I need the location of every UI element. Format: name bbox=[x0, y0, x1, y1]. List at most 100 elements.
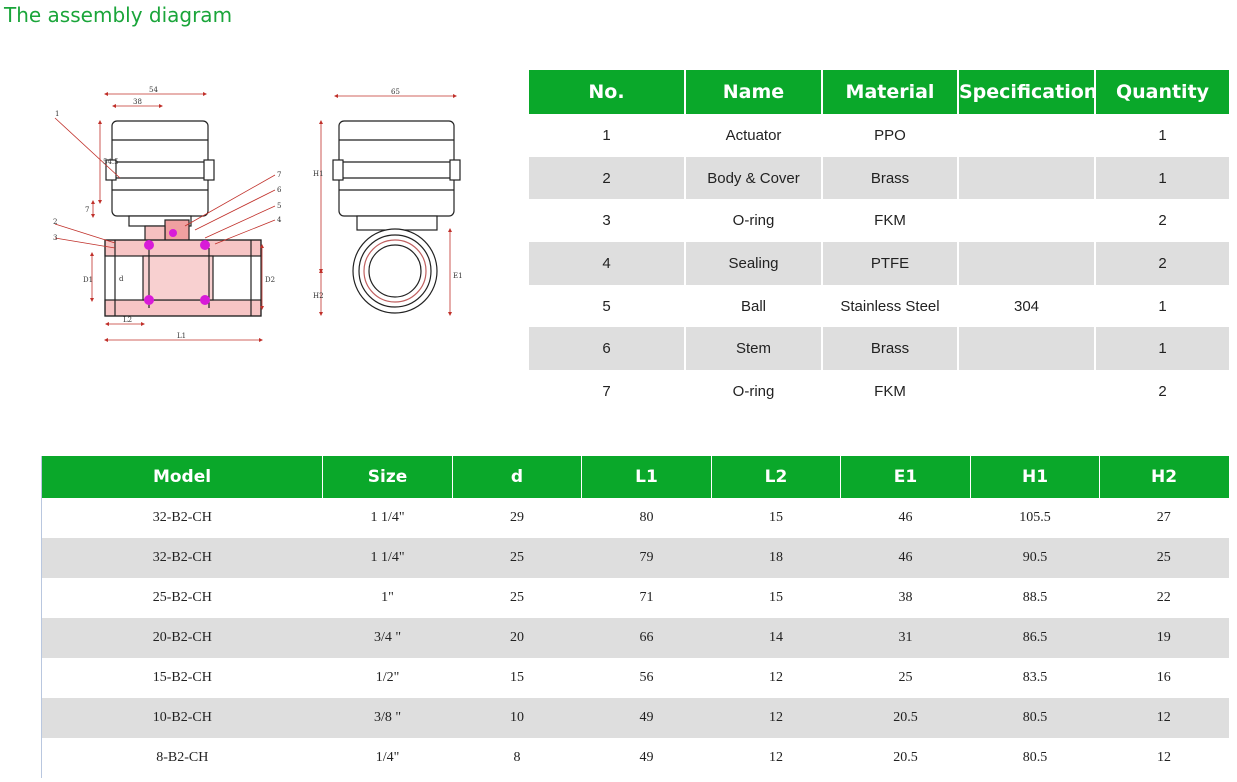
part-no: 3 bbox=[529, 199, 686, 243]
l1-cell: 80 bbox=[639, 510, 654, 525]
e1-cell: 20.5 bbox=[840, 698, 971, 738]
part-material: PTFE bbox=[822, 242, 959, 285]
size-cell: 1/4" bbox=[375, 750, 400, 765]
part-material: Stainless Steel bbox=[822, 284, 959, 328]
model-cell: 10-B2-CH bbox=[41, 698, 323, 738]
model-header-h2: H2 bbox=[1099, 456, 1229, 498]
d-cell: 25 bbox=[452, 538, 582, 578]
dim-7: 7 bbox=[85, 206, 89, 214]
model-header-row: Model Size d L1 L2 E1 H1 H2 bbox=[41, 456, 1229, 498]
l2-cell: 15 bbox=[769, 510, 783, 525]
callout-6: 6 bbox=[277, 186, 282, 194]
callout-5: 5 bbox=[277, 202, 281, 210]
callout-2: 2 bbox=[53, 218, 57, 226]
d-cell: 25 bbox=[510, 590, 524, 605]
part-no: 5 bbox=[529, 284, 686, 328]
table-row: 32-B2-CH 1 1/4" 25 79 18 46 90.5 25 bbox=[41, 538, 1229, 578]
parts-header-material: Material bbox=[822, 70, 959, 114]
front-view bbox=[104, 120, 262, 317]
part-quantity: 1 bbox=[1095, 327, 1229, 371]
side-dimension-labels: 65 H1 H2 E1 bbox=[313, 88, 463, 300]
table-row: 2 Body & Cover Brass 1 bbox=[529, 156, 1229, 200]
table-row: 5 Ball Stainless Steel 304 1 bbox=[529, 284, 1229, 328]
l2-cell: 12 bbox=[711, 698, 841, 738]
part-quantity: 2 bbox=[1158, 212, 1167, 230]
part-quantity: 2 bbox=[1095, 242, 1229, 285]
assembly-drawing: 54 38 54.5 7 D1 d D2 L2 L1 1 2 3 4 5 6 7 bbox=[53, 86, 463, 342]
h2-cell: 25 bbox=[1099, 538, 1229, 578]
size-cell: 3/4 " bbox=[322, 618, 453, 658]
side-dimension-lines bbox=[319, 94, 457, 316]
dim-54: 54 bbox=[149, 86, 158, 94]
side-view bbox=[332, 120, 461, 314]
dim-65: 65 bbox=[391, 88, 400, 96]
callout-7: 7 bbox=[277, 171, 281, 179]
part-specification bbox=[958, 327, 1096, 371]
part-specification: 304 bbox=[958, 284, 1096, 328]
part-quantity: 1 bbox=[1158, 126, 1167, 144]
part-quantity: 2 bbox=[1158, 382, 1167, 400]
model-cell: 15-B2-CH bbox=[152, 670, 212, 685]
l1-cell: 71 bbox=[639, 590, 654, 605]
size-cell: 1 1/4" bbox=[370, 510, 405, 525]
dim-h1: H1 bbox=[313, 170, 324, 178]
part-name: Sealing bbox=[685, 242, 823, 285]
dim-54-5: 54.5 bbox=[103, 158, 119, 166]
table-row: 1 Actuator PPO 1 bbox=[529, 114, 1229, 157]
model-header-l2: L2 bbox=[711, 456, 841, 498]
h2-cell: 16 bbox=[1156, 670, 1171, 685]
dim-l1: L1 bbox=[177, 332, 186, 340]
model-table: Model Size d L1 L2 E1 H1 H2 32-B2-CH 1 1… bbox=[41, 456, 1229, 778]
table-row: 8-B2-CH 1/4" 8 49 12 20.5 80.5 12 bbox=[42, 738, 1229, 778]
model-header-d: d bbox=[452, 456, 582, 498]
part-no: 1 bbox=[529, 114, 686, 157]
size-cell: 1/2" bbox=[375, 670, 400, 685]
l2-cell: 14 bbox=[711, 618, 841, 658]
part-quantity: 1 bbox=[1158, 297, 1167, 315]
part-material: FKM bbox=[822, 370, 959, 413]
page-title: The assembly diagram bbox=[4, 3, 233, 27]
part-no: 7 bbox=[529, 370, 686, 413]
size-cell: 1 1/4" bbox=[322, 538, 453, 578]
part-name: Actuator bbox=[685, 114, 823, 157]
part-name: O-ring bbox=[685, 199, 823, 243]
table-row: 25-B2-CH 1" 25 71 15 38 88.5 22 bbox=[42, 578, 1229, 618]
dim-d: d bbox=[119, 275, 124, 283]
model-header-l1: L1 bbox=[581, 456, 712, 498]
size-cell: 3/8 " bbox=[322, 698, 453, 738]
part-name: O-ring bbox=[685, 370, 823, 413]
part-specification bbox=[958, 199, 1096, 243]
dim-h2: H2 bbox=[313, 292, 324, 300]
h1-cell: 90.5 bbox=[970, 538, 1100, 578]
front-dimension-labels: 54 38 54.5 7 D1 d D2 L2 L1 1 2 3 4 5 6 7 bbox=[53, 86, 282, 340]
parts-header-row: No. Name Material Specification Quantity bbox=[529, 70, 1229, 114]
callout-1: 1 bbox=[55, 110, 59, 118]
callout-3: 3 bbox=[53, 234, 57, 242]
e1-cell: 46 bbox=[840, 538, 971, 578]
part-name: Stem bbox=[685, 327, 823, 371]
callout-4: 4 bbox=[277, 216, 282, 224]
e1-cell: 46 bbox=[898, 510, 913, 525]
model-cell: 32-B2-CH bbox=[152, 510, 212, 525]
h2-cell: 19 bbox=[1099, 618, 1229, 658]
model-header-size: Size bbox=[322, 456, 453, 498]
table-row: 4 Sealing PTFE 2 bbox=[529, 242, 1229, 285]
l2-cell: 12 bbox=[769, 670, 783, 685]
part-no: 6 bbox=[529, 327, 686, 371]
part-name: Ball bbox=[685, 284, 823, 328]
d-cell: 20 bbox=[452, 618, 582, 658]
e1-cell: 31 bbox=[840, 618, 971, 658]
dim-l2: L2 bbox=[123, 316, 132, 324]
part-specification bbox=[958, 156, 1096, 200]
d-cell: 15 bbox=[510, 670, 524, 685]
part-name: Body & Cover bbox=[685, 156, 823, 200]
l1-cell: 66 bbox=[581, 618, 712, 658]
table-row: 15-B2-CH 1/2" 15 56 12 25 83.5 16 bbox=[42, 658, 1229, 698]
part-no: 2 bbox=[529, 156, 686, 200]
table-row: 3 O-ring FKM 2 bbox=[529, 199, 1229, 243]
d-cell: 10 bbox=[452, 698, 582, 738]
model-cell: 25-B2-CH bbox=[152, 590, 212, 605]
h1-cell: 83.5 bbox=[1022, 670, 1048, 685]
parts-header-specification: Specification bbox=[958, 70, 1097, 114]
table-row: 6 Stem Brass 1 bbox=[529, 327, 1229, 371]
